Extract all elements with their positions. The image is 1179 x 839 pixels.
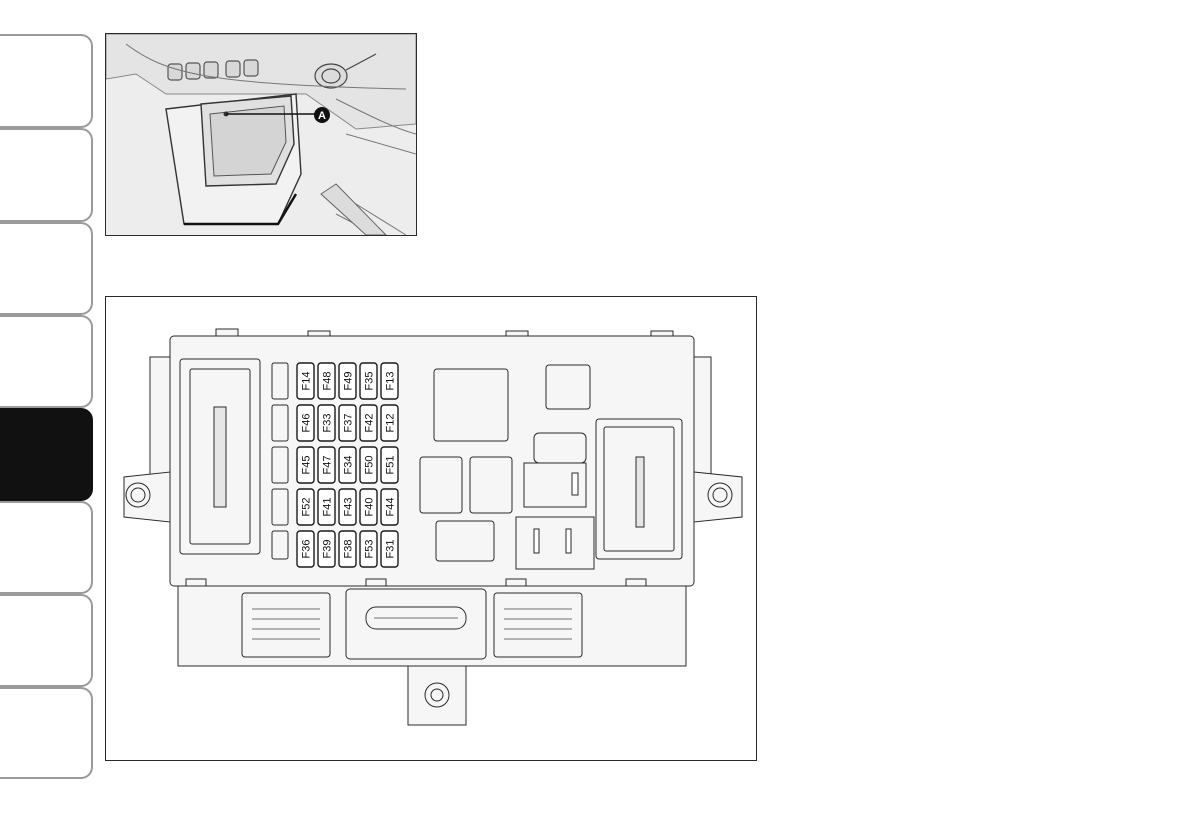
- nav-tab-4[interactable]: [0, 315, 93, 408]
- fuse-f36: [296, 530, 315, 568]
- fuse-f49: [338, 362, 357, 400]
- fuse-label-f49: F49: [343, 372, 355, 391]
- nav-tab-7[interactable]: [0, 594, 93, 687]
- fuse-f31: [380, 530, 399, 568]
- fuse-f50: [359, 446, 378, 484]
- fuse-label-f34: F34: [343, 456, 355, 475]
- fuse-f43: [338, 488, 357, 526]
- nav-tab-2[interactable]: [0, 128, 93, 222]
- fuse-label-f42: F42: [364, 414, 376, 433]
- fuse-label-f37: F37: [343, 414, 355, 433]
- fuse-f35: [359, 362, 378, 400]
- fuse-label-f33: F33: [322, 414, 334, 433]
- fuse-f44: [380, 488, 399, 526]
- fuse-label-f53: F53: [364, 540, 376, 559]
- fuse-label-f13: F13: [385, 372, 397, 391]
- fuse-label-f43: F43: [343, 498, 355, 517]
- fuse-f40: [359, 488, 378, 526]
- fuse-label-f48: F48: [322, 372, 334, 391]
- fuse-f14: [296, 362, 315, 400]
- callout-label-a: A: [318, 110, 326, 122]
- dashboard-location-illustration: A: [105, 33, 417, 236]
- fuse-f51: [380, 446, 399, 484]
- fuse-f52: [296, 488, 315, 526]
- fuse-label-f38: F38: [343, 540, 355, 559]
- fuse-label-f31: F31: [385, 540, 397, 559]
- fuse-f13: [380, 362, 399, 400]
- fuse-label-f40: F40: [364, 498, 376, 517]
- nav-tab-8[interactable]: [0, 687, 93, 779]
- fuse-f53: [359, 530, 378, 568]
- fuse-f46: [296, 404, 315, 442]
- fuse-f48: [317, 362, 336, 400]
- fuse-f12: [380, 404, 399, 442]
- nav-tab-6[interactable]: [0, 501, 93, 594]
- fuse-f38: [338, 530, 357, 568]
- fuse-label-f44: F44: [385, 498, 397, 517]
- fuse-label-f46: F46: [301, 414, 313, 433]
- fuse-f41: [317, 488, 336, 526]
- nav-tab-1[interactable]: [0, 34, 93, 128]
- fuse-f42: [359, 404, 378, 442]
- fuse-label-f36: F36: [301, 540, 313, 559]
- fuse-f34: [338, 446, 357, 484]
- fuse-grid: F14F46F45F52F36F48F33F47F41F39F49F37F34F…: [296, 362, 399, 568]
- fuse-label-f47: F47: [322, 456, 334, 475]
- fuse-label-f50: F50: [364, 456, 376, 475]
- nav-tab-3[interactable]: [0, 222, 93, 315]
- fuse-label-f12: F12: [385, 414, 397, 433]
- fuse-label-f39: F39: [322, 540, 334, 559]
- fuse-f37: [338, 404, 357, 442]
- fuse-f39: [317, 530, 336, 568]
- fuse-label-f45: F45: [301, 456, 313, 475]
- fuse-label-f41: F41: [322, 498, 334, 517]
- fuse-f47: [317, 446, 336, 484]
- fuse-box-drawing: F14F46F45F52F36F48F33F47F41F39F49F37F34F…: [123, 328, 743, 726]
- fuse-label-f52: F52: [301, 498, 313, 517]
- nav-tab-5-active[interactable]: [0, 408, 93, 501]
- fuse-f33: [317, 404, 336, 442]
- fuse-f45: [296, 446, 315, 484]
- fuse-label-f14: F14: [301, 372, 313, 391]
- dashboard-drawing: A: [106, 34, 416, 235]
- fuse-label-f35: F35: [364, 372, 376, 391]
- fuse-label-f51: F51: [385, 456, 397, 475]
